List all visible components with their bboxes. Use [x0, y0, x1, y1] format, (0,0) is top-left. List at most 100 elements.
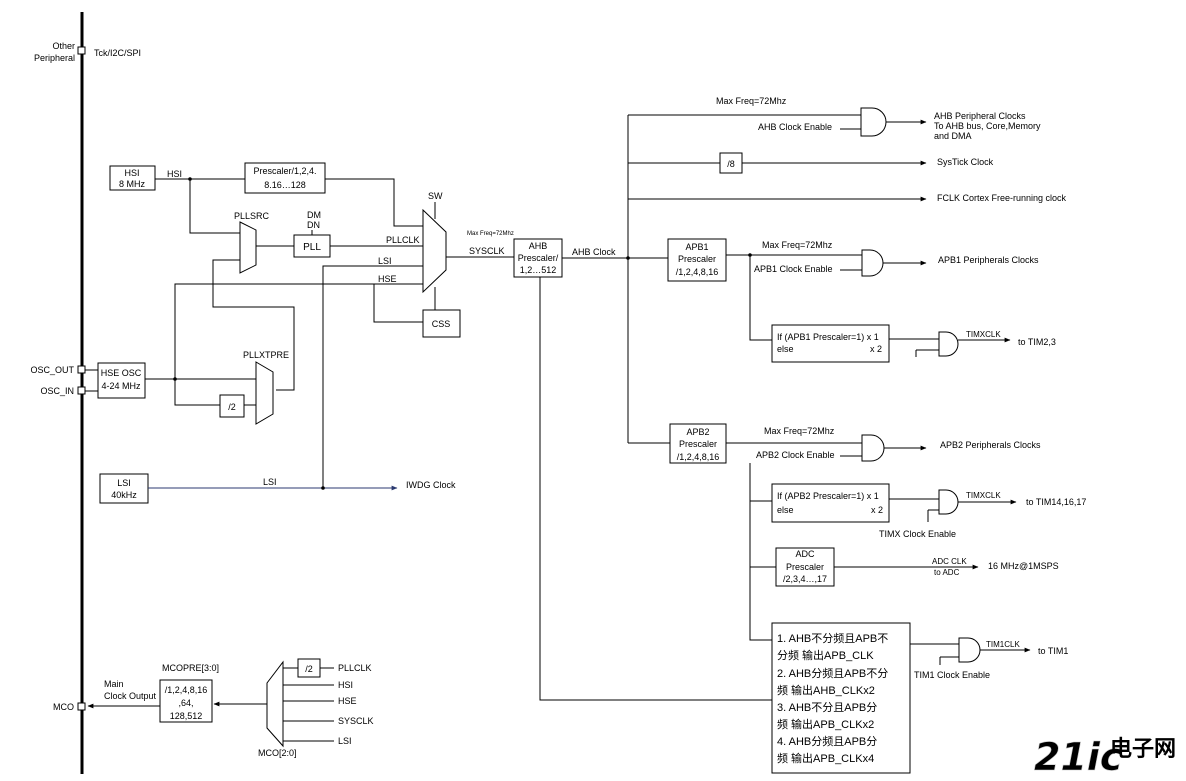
sysclk-label: SYSCLK	[469, 246, 505, 256]
ahb-prescaler-label-2: Prescaler/	[518, 253, 559, 263]
ahb-periph-label-2: To AHB bus, Core,Memory	[934, 121, 1041, 131]
watermark-logo: 21ic 电子网	[1034, 735, 1176, 780]
apb1-label-1: APB1	[685, 242, 708, 252]
pin-mco	[77, 702, 86, 711]
apb1-label-2: Prescaler	[678, 254, 716, 264]
adc-clk-label-2: to ADC	[934, 568, 960, 577]
pll-label: PLL	[303, 242, 321, 253]
ahb-clock-label: AHB Clock	[572, 247, 616, 257]
apb2-label-2: Prescaler	[679, 439, 717, 449]
apb2-maxfreq: Max Freq=72Mhz	[764, 426, 835, 436]
mco-in-hse: HSE	[338, 696, 357, 706]
apb2-to-label: to TIM14,16,17	[1026, 497, 1086, 507]
osc-out-label: OSC_OUT	[30, 365, 74, 375]
note-line-2: 分频 输出APB_CLK	[777, 648, 874, 662]
ahb-prescaler-label-3: 1,2…512	[520, 265, 557, 275]
dm-label: DM	[307, 210, 321, 220]
timx-enable-label: TIMX Clock Enable	[879, 529, 956, 539]
apb1-cond-3: x 2	[870, 344, 882, 354]
ahb-prescaler: AHB Prescaler/ 1,2…512 AHB Clock	[513, 238, 772, 701]
note-line-3: 2. AHB分频且APB不分	[777, 666, 888, 680]
prescaler-top-label-2: 8.16…128	[264, 180, 306, 190]
prescaler-top: Prescaler/1,2,4. 8.16…128	[244, 162, 423, 227]
mco-in-pllclk: PLLCLK	[338, 663, 372, 673]
pllsrc-label: PLLSRC	[234, 211, 270, 221]
pllxtpre-mux: PLLXTPRE /2	[219, 350, 289, 425]
iwdg-clock-label: IWDG Clock	[406, 480, 456, 490]
apb2-cond-2: else	[777, 505, 794, 515]
mco-in-hsi: HSI	[338, 680, 353, 690]
pllxtpre-label: PLLXTPRE	[243, 350, 289, 360]
mco-pin-label: MCO	[53, 702, 74, 712]
pllsrc-mux: PLLSRC	[212, 211, 295, 391]
apb2-block: APB2 Prescaler /1,2,4,8,16 Max Freq=72Mh…	[669, 423, 1086, 641]
tim1-notes-box: 1. AHB不分频且APB不 分频 输出APB_CLK 2. AHB分频且APB…	[771, 622, 1068, 774]
sysclk-maxfreq: Max Freq=72Mhz	[467, 231, 514, 237]
apb2-cond-3: x 2	[871, 505, 883, 515]
ahb-distribution: Max Freq=72Mhz AHB Clock Enable AHB Peri…	[627, 96, 1067, 444]
apb1-block: APB1 Prescaler /1,2,4,8,16 Max Freq=72Mh…	[667, 238, 1056, 363]
hse-osc: HSE OSC 4-24 MHz	[85, 362, 256, 399]
sw-label: SW	[428, 191, 443, 201]
tim1-to-label: to TIM1	[1038, 646, 1068, 656]
hsi-box	[109, 165, 156, 191]
apb2-timx-label: TIMXCLK	[966, 491, 1001, 500]
lsi-wire-label: LSI	[378, 256, 392, 266]
apb1-label-3: /1,2,4,8,16	[676, 267, 719, 277]
mco-main-label-1: Main	[104, 679, 124, 689]
adc-clk-label-1: ADC CLK	[932, 557, 967, 566]
lsi-wire-label-2: LSI	[263, 477, 277, 487]
ahb-maxfreq: Max Freq=72Mhz	[716, 96, 787, 106]
svg-text:电子网: 电子网	[1110, 737, 1176, 762]
hsi-box-label-1: HSI	[124, 168, 139, 178]
systick-label: SysTick Clock	[937, 157, 994, 167]
mco-box-label-1: /1,2,4,8,16	[165, 685, 208, 695]
osc-in-label: OSC_IN	[40, 386, 74, 396]
other-peripheral-label-1: Other	[52, 41, 75, 51]
pin-osc-in	[77, 386, 86, 395]
hsi-source: HSI 8 MHz HSI	[109, 165, 245, 234]
css-block: CSS	[422, 309, 461, 338]
apb1-enable-label: APB1 Clock Enable	[754, 264, 833, 274]
lsi-box-label-2: 40kHz	[111, 490, 137, 500]
svg-text:21ic: 21ic	[1034, 735, 1123, 779]
css-label: CSS	[432, 319, 451, 329]
note-line-8: 频 输出APB_CLKx4	[777, 751, 874, 765]
other-peripheral-label-2: Peripheral	[34, 53, 75, 63]
hse-osc-label-2: 4-24 MHz	[101, 381, 141, 391]
apb1-timx-label: TIMXCLK	[966, 330, 1001, 339]
adc-block: ADC Prescaler /2,3,4…,17 ADC CLK to ADC …	[775, 547, 1059, 587]
pin-other-peripheral	[77, 46, 86, 55]
fclk-label: FCLK Cortex Free-running clock	[937, 193, 1067, 203]
mco-div-label: /2	[305, 664, 313, 674]
ahb-periph-label-1: AHB Peripheral Clocks	[934, 111, 1026, 121]
ahb-enable-label: AHB Clock Enable	[758, 122, 832, 132]
tim1clk-label: TIM1CLK	[986, 640, 1020, 649]
hse-wire-label: HSE	[378, 274, 397, 284]
mcopre-label: MCOPRE[3:0]	[162, 663, 219, 673]
hsi-box-label-2: 8 MHz	[119, 179, 146, 189]
apb1-maxfreq: Max Freq=72Mhz	[762, 240, 833, 250]
tim1-enable-label: TIM1 Clock Enable	[914, 670, 990, 680]
pllclk-label: PLLCLK	[386, 235, 420, 245]
mco-in-lsi: LSI	[338, 736, 352, 746]
apb1-cond-1: If (APB1 Prescaler=1) x 1	[777, 332, 879, 342]
mco-sel-label: MCO[2:0]	[258, 748, 297, 758]
apb2-label-1: APB2	[686, 427, 709, 437]
lsi-box-label-1: LSI	[117, 478, 131, 488]
adc-label-2: Prescaler	[786, 562, 824, 572]
hse-osc-label-1: HSE OSC	[101, 368, 142, 378]
pll-block: PLL DM DN PLLCLK	[293, 210, 423, 258]
mco-in-sysclk: SYSCLK	[338, 716, 374, 726]
hsi-wire-label: HSI	[167, 169, 182, 179]
apb1-periph-label: APB1 Peripherals Clocks	[938, 255, 1039, 265]
mco-box-label-3: 128,512	[170, 711, 203, 721]
ahb-prescaler-label-1: AHB	[529, 241, 548, 251]
mco-box-label-2: ,64,	[178, 698, 193, 708]
apb2-enable-label: APB2 Clock Enable	[756, 450, 835, 460]
note-line-7: 4. AHB分频且APB分	[777, 734, 877, 748]
apb1-cond-2: else	[777, 344, 794, 354]
lsi-source: LSI 40kHz LSI IWDG Clock	[99, 473, 456, 504]
tck-label: Tck/I2C/SPI	[94, 48, 141, 58]
mco-block: MCOPRE[3:0] Main Clock Output /1,2,4,8,1…	[87, 658, 374, 758]
